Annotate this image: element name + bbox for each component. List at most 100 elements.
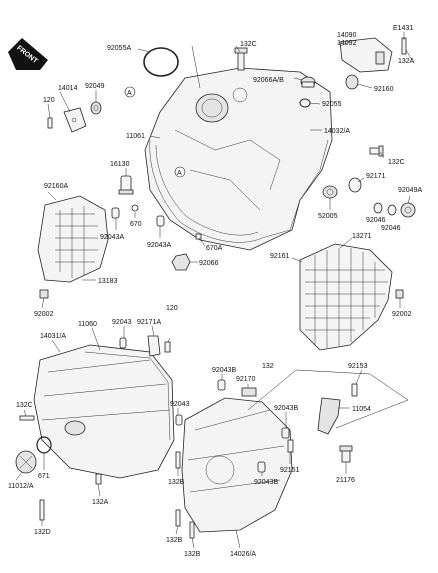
label-92043-top: 92043 bbox=[112, 319, 132, 326]
label-132-mid: 132 bbox=[262, 363, 274, 370]
shaft-16130 bbox=[118, 175, 134, 195]
label-92043b-c: 92043B bbox=[254, 479, 278, 486]
grommet-92160 bbox=[345, 74, 359, 90]
bolt-92002-left bbox=[39, 289, 49, 299]
label-92160: 92160 bbox=[374, 86, 394, 93]
bolt-92151 bbox=[287, 439, 294, 453]
plate-14014 bbox=[63, 107, 87, 133]
label-92002-left: 92002 bbox=[34, 311, 54, 318]
guard-13271 bbox=[299, 243, 393, 351]
bracket-92171a bbox=[147, 335, 161, 357]
label-670a: 670A bbox=[206, 245, 223, 252]
bolt-132b-a bbox=[175, 451, 181, 469]
bearing-52005 bbox=[322, 185, 338, 199]
label-132b-a: 132B bbox=[168, 479, 185, 486]
bolt-132d bbox=[39, 499, 45, 521]
label-11054: 11054 bbox=[352, 406, 371, 413]
cover-92160a bbox=[37, 195, 109, 283]
label-52005: 52005 bbox=[318, 213, 338, 220]
pin-92043b-c bbox=[257, 461, 266, 473]
bolt-92153 bbox=[351, 383, 358, 397]
label-670: 670 bbox=[130, 221, 142, 228]
label-92055a: 92055A bbox=[107, 45, 131, 52]
label-14014: 14014 bbox=[58, 85, 78, 92]
label-13183: 13183 bbox=[98, 278, 118, 285]
oil-cap-92066ab bbox=[300, 76, 316, 88]
gasket-11060 bbox=[84, 351, 171, 441]
front-arrow-icon: FRONT bbox=[8, 38, 48, 70]
pin-92043b-a bbox=[217, 379, 226, 391]
washer-92046b bbox=[387, 204, 397, 216]
pin-92043a-mid bbox=[156, 215, 165, 227]
label-120-left: 120 bbox=[43, 97, 55, 104]
part-labels: 92055A 132C 14090 14092 E1431 132A 14014… bbox=[8, 25, 422, 558]
cover-14031a bbox=[33, 344, 175, 479]
bracket-92170 bbox=[241, 387, 257, 397]
link-11054 bbox=[317, 397, 341, 435]
label-132c-left: 132C bbox=[16, 402, 33, 409]
label-21176: 21176 bbox=[336, 477, 355, 484]
label-92170: 92170 bbox=[236, 376, 256, 383]
gasket-11061 bbox=[149, 139, 329, 243]
clutch-cover-14032 bbox=[144, 67, 333, 251]
label-92043a-mid: 92043A bbox=[147, 242, 171, 249]
label-14092: 14092 bbox=[337, 40, 357, 47]
label-92043b-a: 92043B bbox=[212, 367, 236, 374]
seal-92049 bbox=[90, 101, 102, 115]
pin-92043-top bbox=[119, 337, 127, 349]
pin-92043-mid bbox=[175, 414, 183, 426]
bolt-132c-right bbox=[369, 145, 384, 157]
gear-92171 bbox=[348, 177, 362, 193]
label-92151: 92151 bbox=[280, 467, 300, 474]
label-a1: A bbox=[127, 90, 132, 97]
leader-lines bbox=[15, 32, 413, 549]
switch-21176 bbox=[339, 445, 353, 463]
bolt-120-mid bbox=[164, 341, 171, 353]
label-16130: 16130 bbox=[110, 161, 130, 168]
label-92049: 92049 bbox=[85, 83, 105, 90]
label-132c-top: 132C bbox=[240, 41, 257, 48]
label-132b-c: 132B bbox=[184, 551, 201, 558]
label-14090: 14090 bbox=[337, 32, 357, 39]
label-92171a: 92171A bbox=[137, 319, 161, 326]
label-92153: 92153 bbox=[348, 363, 368, 370]
clip-670a bbox=[195, 233, 202, 240]
label-132d: 132D bbox=[34, 529, 51, 536]
bolt-132b-b bbox=[175, 509, 181, 527]
label-92043a-left: 92043A bbox=[100, 234, 124, 241]
label-132b-b: 132B bbox=[166, 537, 183, 544]
label-11061: 11061 bbox=[126, 133, 145, 140]
label-14031a: 14031/A bbox=[40, 333, 66, 340]
label-14026a: 14026/A bbox=[230, 551, 256, 558]
label-132a-top: 132A bbox=[398, 58, 415, 65]
label-92043-mid: 92043 bbox=[170, 401, 190, 408]
label-120-mid: 120 bbox=[166, 305, 178, 312]
label-92066: 92066 bbox=[199, 260, 219, 267]
label-14032a: 14032/A bbox=[324, 128, 350, 135]
bolt-132b-c bbox=[189, 521, 195, 539]
bolt-132c-top bbox=[234, 47, 248, 71]
label-92066ab: 92066A/B bbox=[253, 77, 284, 84]
label-92046a: 92046 bbox=[366, 217, 386, 224]
seal-92049a bbox=[400, 202, 416, 218]
washer-92046a bbox=[373, 202, 383, 214]
label-92160a: 92160A bbox=[44, 183, 68, 190]
plug-92066 bbox=[171, 253, 191, 271]
pin-92043b-b bbox=[281, 427, 290, 439]
label-e1431: E1431 bbox=[393, 25, 413, 32]
label-a2: A bbox=[177, 170, 182, 177]
label-92046b: 92046 bbox=[381, 225, 401, 232]
oring-92055a bbox=[143, 47, 179, 77]
label-92055: 92055 bbox=[322, 101, 342, 108]
bolt-132c-left bbox=[19, 415, 35, 421]
label-11060: 11060 bbox=[78, 321, 97, 328]
ref-circle-a2 bbox=[174, 166, 186, 178]
ref-circle-a1 bbox=[124, 86, 136, 98]
cover-14026a bbox=[181, 397, 293, 533]
label-132c-right: 132C bbox=[388, 159, 405, 166]
label-13271: 13271 bbox=[352, 233, 372, 240]
bolt-132a-low bbox=[95, 473, 102, 485]
bolt-120-left bbox=[47, 117, 53, 129]
label-11012a: 11012/A bbox=[8, 483, 34, 490]
